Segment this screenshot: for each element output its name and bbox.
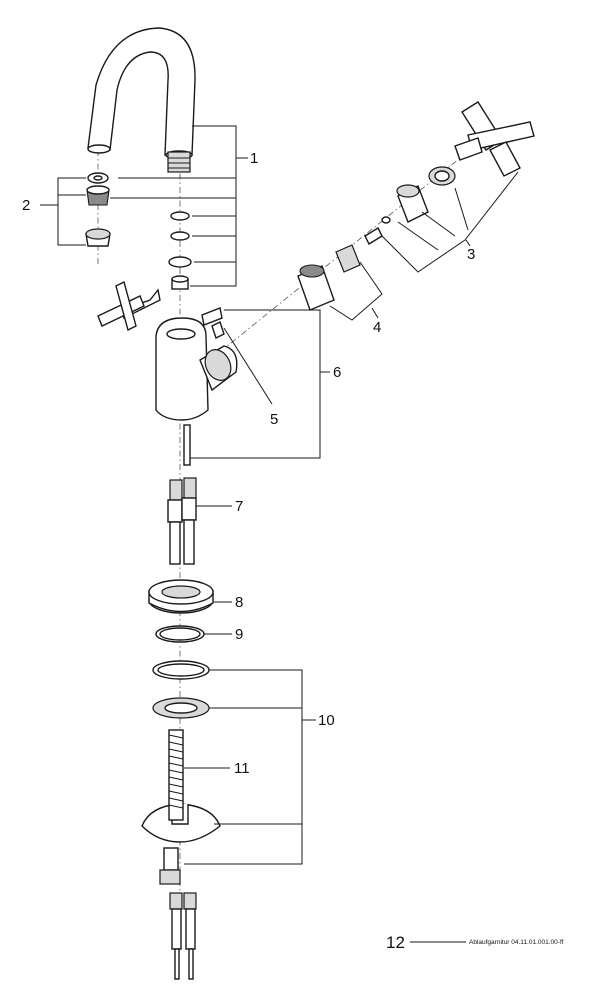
callout-11: 11 [234,760,250,777]
callout-4: 4 [373,319,381,336]
cross-handle-part [364,101,535,245]
callout-10: 10 [318,712,335,729]
hose-ends [169,892,197,980]
spout-part [87,27,196,173]
connecting-rod [183,424,191,466]
drain-set-footnote: Ablaufgarnitur 04.11.01.001.00-ff [469,939,564,946]
callout-12: 12 [386,933,405,952]
callout-3: 3 [467,246,475,263]
valve-body-part [97,280,238,421]
callout-9: 9 [235,626,243,643]
callout-5: 5 [270,411,278,428]
leader-lines [40,125,519,943]
callout-7: 7 [235,498,243,515]
fixing-kit-part [141,660,221,885]
aerator-parts [85,172,111,247]
callout-6: 6 [333,364,341,381]
callout-1: 1 [250,150,258,167]
supply-hoses-part [167,477,197,565]
callout-labels: 1 2 3 4 5 6 7 8 9 10 11 12 Ablaufgarnitu… [22,150,564,952]
valve-cartridge-parts [297,244,361,311]
threaded-stud-part [168,729,184,821]
assembly-axes [97,149,471,900]
seal-rings [168,211,192,290]
callout-8: 8 [235,594,243,611]
callout-2: 2 [22,197,30,214]
o-ring-part [155,625,205,643]
base-flange-part [148,579,214,614]
